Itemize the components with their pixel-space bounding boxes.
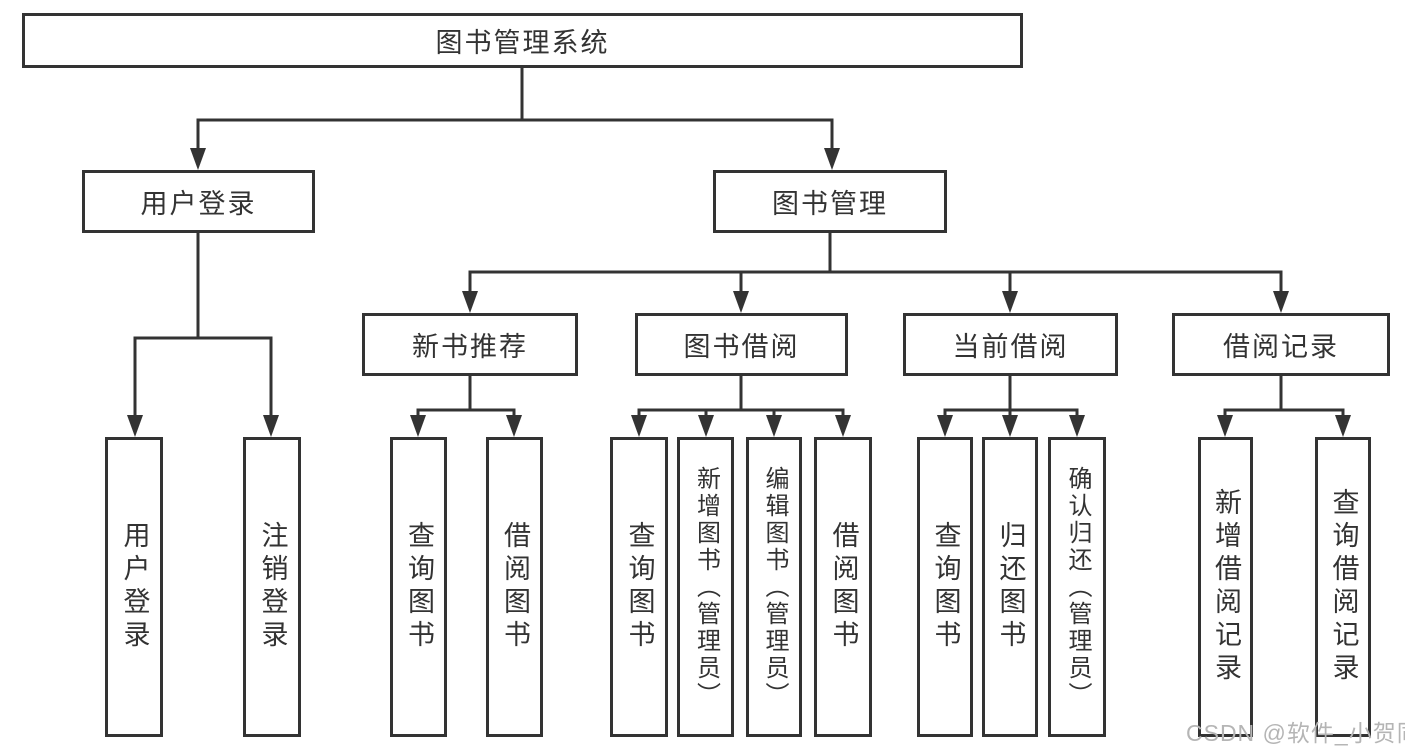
node-label: 借阅记录 xyxy=(1223,332,1339,362)
leaf-query-books-borrowing: 查询图书 xyxy=(610,437,668,737)
node-label: 新书推荐 xyxy=(412,332,528,362)
node-label: 图书管理系统 xyxy=(435,28,610,58)
node-label: 当前借阅 xyxy=(952,332,1069,362)
leaf-user-login: 用户登录 xyxy=(105,437,163,737)
leaf-query-books-recommend: 查询图书 xyxy=(390,437,447,737)
node-label: 用户登录 xyxy=(140,189,257,219)
node-book-management: 图书管理 xyxy=(713,170,947,233)
node-label: 查询借阅记录 xyxy=(1328,488,1359,686)
leaf-borrow-books-recommend: 借阅图书 xyxy=(486,437,543,737)
arrowhead-icon xyxy=(824,148,840,170)
leaf-query-borrow-record: 查询借阅记录 xyxy=(1315,437,1371,737)
node-label: 编辑图书（管理员） xyxy=(761,465,788,709)
node-label: 借阅图书 xyxy=(500,521,530,653)
leaf-logout: 注销登录 xyxy=(243,437,301,737)
arrowhead-icon xyxy=(190,148,206,170)
arrowhead-icon xyxy=(462,291,478,313)
node-label: 图书管理 xyxy=(772,189,888,219)
node-label: 新增借阅记录 xyxy=(1211,488,1241,686)
node-label: 确认归还（管理员） xyxy=(1064,465,1091,709)
arrowhead-icon xyxy=(631,415,647,437)
node-label: 用户登录 xyxy=(119,521,150,653)
node-label: 查询图书 xyxy=(624,521,655,653)
arrowhead-icon xyxy=(1217,415,1233,437)
node-current-borrowing: 当前借阅 xyxy=(903,313,1118,376)
arrowhead-icon xyxy=(410,415,426,437)
node-new-book-recommend: 新书推荐 xyxy=(362,313,578,376)
arrowhead-icon xyxy=(1002,291,1018,313)
arrowhead-icon xyxy=(698,415,714,437)
arrowhead-icon xyxy=(1273,291,1289,313)
leaf-add-book-admin: 新增图书（管理员） xyxy=(677,437,734,737)
node-book-borrowing: 图书借阅 xyxy=(635,313,848,376)
node-label: 借阅图书 xyxy=(828,521,859,653)
node-label: 新增图书（管理员） xyxy=(692,465,720,709)
node-borrowing-records: 借阅记录 xyxy=(1172,313,1390,376)
node-label: 图书借阅 xyxy=(683,332,800,362)
node-label: 查询图书 xyxy=(930,521,961,653)
arrowhead-icon xyxy=(263,415,279,437)
arrowhead-icon xyxy=(733,291,749,313)
leaf-return-books: 归还图书 xyxy=(982,437,1038,737)
arrowhead-icon xyxy=(835,415,851,437)
node-label: 查询图书 xyxy=(404,521,434,653)
csdn-watermark: CSDN @软件_小贺同学 xyxy=(1186,720,1405,746)
node-label: 归还图书 xyxy=(995,521,1026,653)
arrowhead-icon xyxy=(1069,415,1085,437)
arrowhead-icon xyxy=(127,415,143,437)
leaf-confirm-return-admin: 确认归还（管理员） xyxy=(1048,437,1106,737)
leaf-query-books-current: 查询图书 xyxy=(917,437,973,737)
leaf-borrow-books-borrowing: 借阅图书 xyxy=(814,437,872,737)
arrowhead-icon xyxy=(1335,415,1351,437)
node-book-management-system: 图书管理系统 xyxy=(22,13,1023,68)
arrowhead-icon xyxy=(766,415,782,437)
arrowhead-icon xyxy=(1002,415,1018,437)
arrowhead-icon xyxy=(937,415,953,437)
leaf-edit-book-admin: 编辑图书（管理员） xyxy=(746,437,802,737)
node-user-login: 用户登录 xyxy=(82,170,315,233)
node-label: 注销登录 xyxy=(257,521,288,653)
leaf-add-borrow-record: 新增借阅记录 xyxy=(1198,437,1253,737)
arrowhead-icon xyxy=(506,415,522,437)
